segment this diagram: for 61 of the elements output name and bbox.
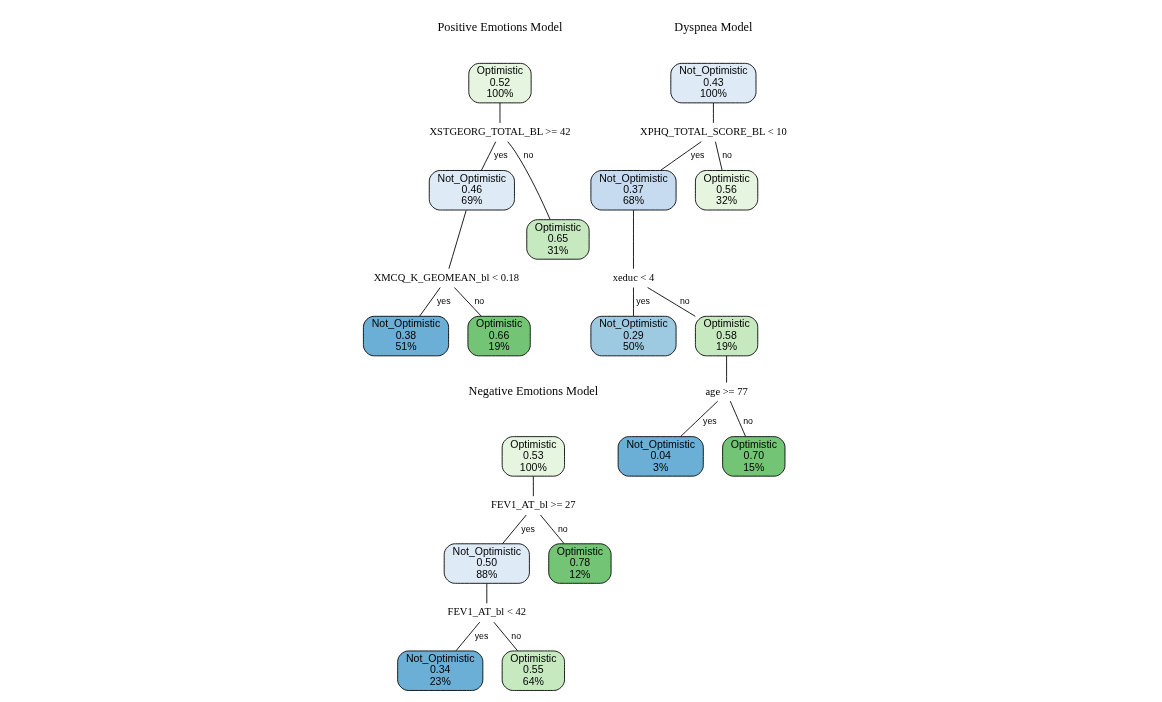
node-box: Not_Optimistic 0.34 23%: [397, 650, 484, 691]
node-box: Not_Optimistic 0.37 68%: [590, 170, 677, 211]
label: Positive Emotions Model: [437, 19, 563, 34]
edge-label: no: [511, 630, 522, 641]
connector: [660, 141, 702, 171]
connector: [419, 287, 441, 317]
node-box: Optimistic 0.53 100%: [501, 436, 565, 477]
node-box: Optimistic 0.56 32%: [694, 170, 759, 211]
node-text: XSTGEORG_TOTAL_BL >= 42: [429, 126, 571, 138]
connector: [539, 514, 565, 544]
edge-label: no: [523, 150, 534, 161]
connector: [729, 400, 746, 437]
node-box: Not_Optimistic 0.46 69%: [428, 170, 515, 211]
node-text: FEV1_AT_bl < 42: [447, 606, 527, 618]
node-box: Optimistic 0.65 31%: [526, 219, 590, 260]
edge-label: yes: [690, 150, 705, 161]
node-box: Optimistic 0.70 15%: [722, 436, 786, 477]
edge-label: yes: [703, 416, 717, 427]
connector: [486, 583, 488, 604]
node-box: Not_Optimistic 0.43 100%: [670, 62, 757, 104]
node-box: Optimistic 0.66 19%: [467, 315, 531, 357]
edge-label: yes: [474, 630, 489, 641]
connector: [448, 209, 467, 270]
connector: [481, 141, 497, 171]
connector: [726, 355, 728, 383]
edge-label: yes: [521, 523, 535, 534]
node-box: Not_Optimistic 0.50 88%: [443, 543, 530, 584]
node-box: Optimistic 0.58 19%: [694, 315, 759, 357]
connector: [712, 102, 714, 124]
node-text: age >= 77: [705, 385, 748, 397]
connector: [493, 621, 518, 652]
edge-label: no: [557, 523, 568, 534]
connector: [507, 141, 551, 220]
node-text: FEV1_AT_bl >= 27: [491, 499, 576, 511]
edge-label: no: [474, 296, 485, 307]
node-text: XPHQ_TOTAL_SCORE_BL < 10: [640, 126, 787, 138]
node-box: Not_Optimistic 0.38 51%: [362, 315, 450, 357]
connector: [633, 287, 634, 317]
connector: [714, 141, 723, 171]
edge-label: yes: [636, 296, 650, 307]
label: Dyspnea Model: [674, 19, 753, 34]
connector: [633, 209, 634, 270]
edge-label: no: [743, 416, 753, 427]
edge-label: yes: [494, 150, 508, 161]
node-box: Optimistic 0.55 64%: [501, 650, 565, 691]
connector: [532, 475, 534, 497]
connector: [455, 621, 481, 652]
node-box: Optimistic 0.52 100%: [468, 62, 532, 104]
connector: [453, 287, 482, 317]
node-text: xeduc < 4: [612, 271, 655, 283]
node-box: Not_Optimistic 0.04 3%: [617, 436, 704, 477]
connector: [502, 514, 527, 544]
connector: [680, 400, 719, 437]
node-box: Optimistic 0.78 12%: [548, 543, 612, 584]
edge-label: no: [679, 296, 690, 307]
node-text: XMCQ_K_GEOMEAN_bl < 0.18: [373, 271, 520, 283]
edge-label: no: [722, 150, 732, 161]
label: Negative Emotions Model: [468, 384, 599, 399]
node-box: Not_Optimistic 0.29 50%: [590, 315, 677, 357]
edge-label: yes: [436, 296, 451, 307]
connector: [647, 287, 696, 317]
